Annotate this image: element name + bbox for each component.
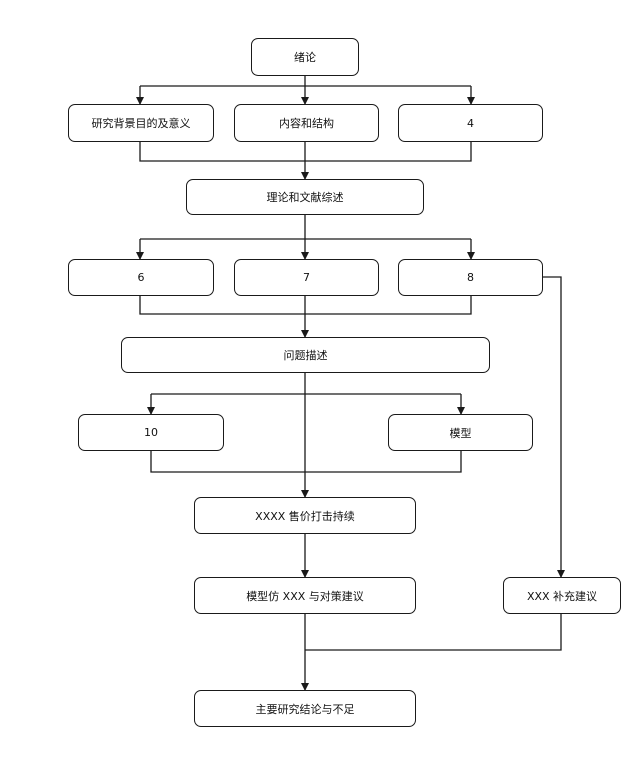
node-problem: 问题描述	[121, 337, 490, 373]
node-10: 10	[78, 414, 224, 451]
node-intro: 绪论	[251, 38, 359, 76]
node-xxx-supplement: XXX 补充建议	[503, 577, 621, 614]
node-xxxx-strike: XXXX 售价打击持续	[194, 497, 416, 534]
node-6: 6	[68, 259, 214, 296]
node-content-structure: 内容和结构	[234, 104, 379, 142]
node-background: 研究背景目的及意义	[68, 104, 214, 142]
node-8: 8	[398, 259, 543, 296]
wire-row3-merge	[150, 451, 462, 473]
node-model: 模型	[388, 414, 533, 451]
wire-supplement-merge	[305, 614, 562, 651]
node-model-simulation: 模型仿 XXX 与对策建议	[194, 577, 416, 614]
node-theory-review: 理论和文献综述	[186, 179, 424, 215]
wire-box8-side	[543, 276, 565, 578]
node-7: 7	[234, 259, 379, 296]
node-conclusion: 主要研究结论与不足	[194, 690, 416, 727]
node-4: 4	[398, 104, 543, 142]
